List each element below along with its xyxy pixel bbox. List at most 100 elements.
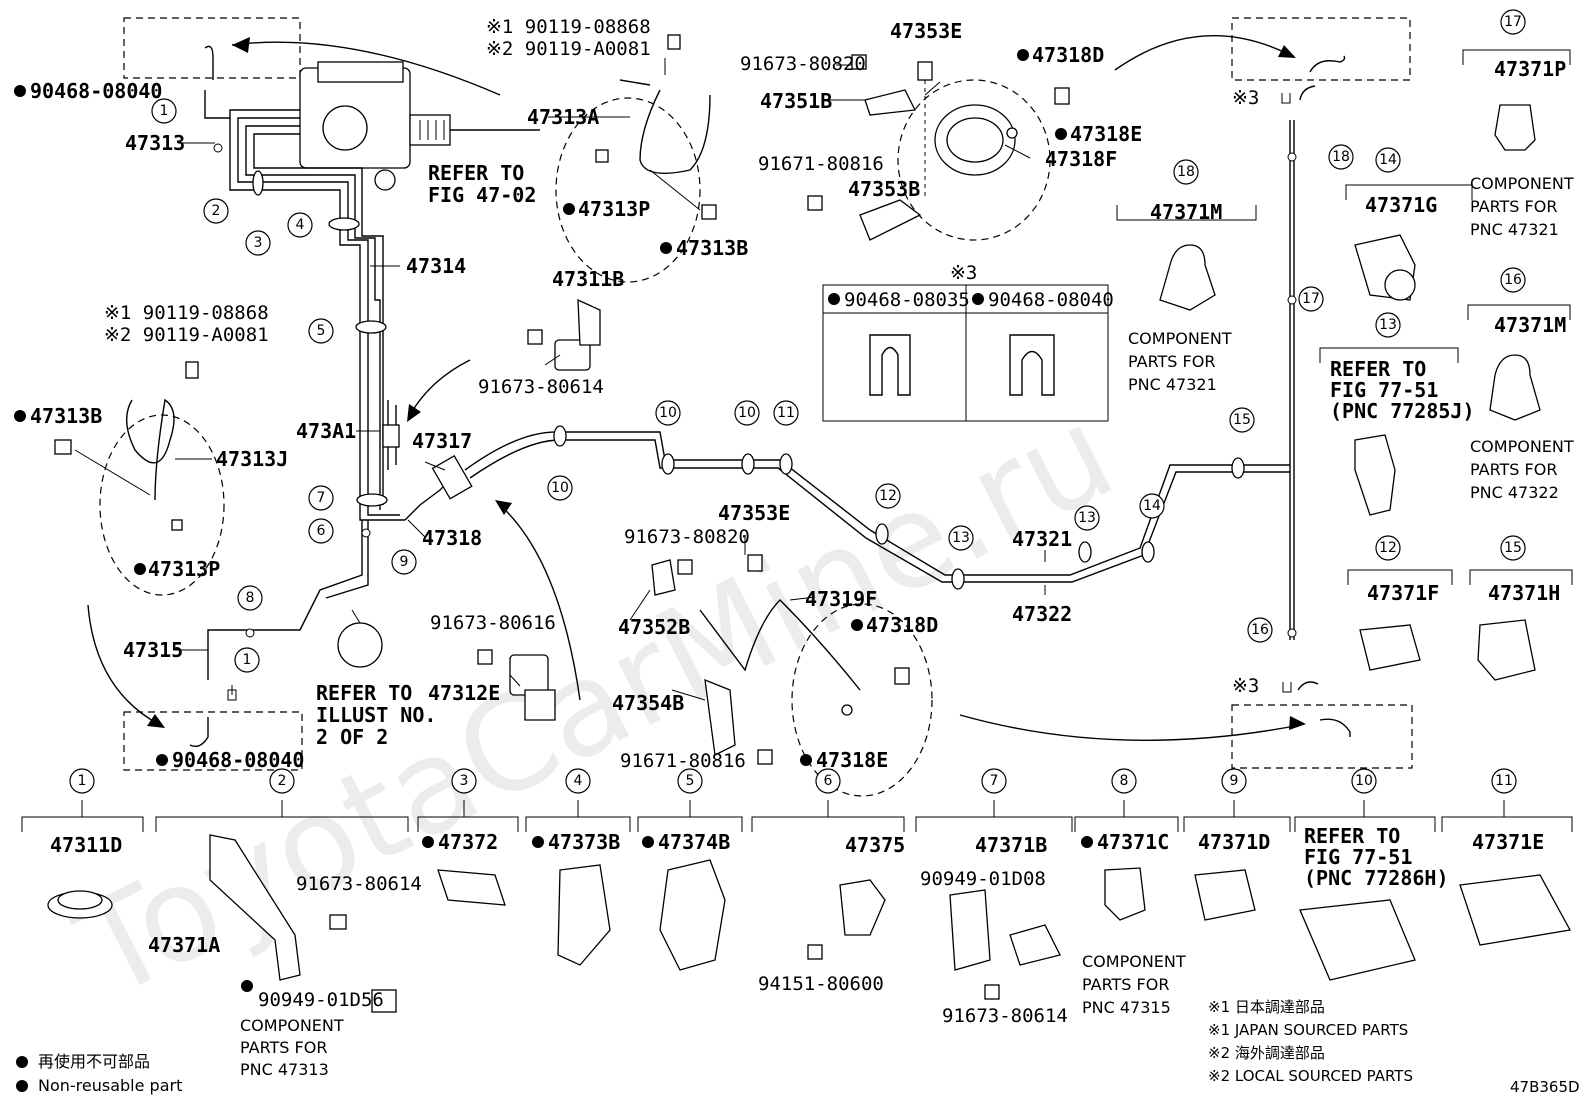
callout-2: 2 (269, 768, 295, 794)
callout-9: 9 (391, 549, 417, 575)
callout-14: 14 (1139, 493, 1165, 519)
callout-10: 10 (734, 400, 760, 426)
arrow-to-joint (499, 504, 581, 701)
callout-8: 8 (1111, 768, 1137, 794)
label-note3-mark: ※3 (950, 262, 977, 284)
bracket-47311B (527, 298, 601, 371)
clip-47313P (595, 149, 609, 163)
svg-text:10: 10 (659, 405, 677, 421)
clip-47371M-b (1467, 304, 1571, 421)
inset-pipe-top-right (1309, 55, 1346, 73)
svg-text:16: 16 (1504, 272, 1522, 288)
label-47311B: 47311B (552, 267, 624, 291)
label-refer-illust-c: 2 OF 2 (316, 725, 388, 749)
arrowhead (232, 37, 250, 53)
callout-1: 1 (151, 98, 177, 124)
label-47375: 47375 (845, 833, 905, 857)
callout-17: 17 (1298, 286, 1324, 312)
callout-14: 14 (1375, 147, 1401, 173)
label-47371C: 47371C (1097, 830, 1169, 854)
callout-15: 15 (1229, 407, 1255, 433)
svg-text:2: 2 (212, 203, 221, 219)
arrow-to-fitting (409, 359, 471, 416)
label-comp-a1: COMPONENT (1128, 329, 1232, 348)
svg-text:17: 17 (1302, 291, 1320, 307)
svg-text:15: 15 (1504, 540, 1522, 556)
callout-6: 6 (815, 768, 841, 794)
label-refer-77-51-b: FIG 77-51 (1330, 378, 1438, 402)
legend-dot (16, 1080, 28, 1092)
callout-2: 2 (203, 198, 229, 224)
label-note3-a: 90468-08035 (844, 289, 970, 311)
callout-18: 18 (1173, 159, 1199, 185)
callout-7: 7 (308, 485, 334, 511)
arrowhead (147, 714, 165, 728)
label-47351B: 47351B (760, 89, 832, 113)
clip-47371P (1462, 49, 1571, 151)
label-91671-80816-a: 91671-80816 (758, 153, 884, 175)
label-47322: 47322 (1012, 602, 1072, 626)
clip-47313P-b (171, 519, 183, 531)
svg-text:12: 12 (879, 488, 897, 504)
inset-box-top-left (123, 17, 301, 79)
clip-77285J (1319, 347, 1459, 516)
label-47371M-b: 47371M (1494, 313, 1566, 337)
label-47318D-a: 47318D (1032, 43, 1104, 67)
label-b7-91673-80614: 91673-80614 (942, 1005, 1068, 1027)
note-j2-en: ※2 LOCAL SOURCED PARTS (1208, 1067, 1413, 1085)
label-note3-b: 90468-08040 (988, 289, 1114, 311)
svg-text:3: 3 (254, 235, 263, 251)
label-comp-c2: PARTS FOR (1470, 460, 1557, 479)
refer-illust-circle (337, 622, 383, 668)
svg-text:18: 18 (1177, 164, 1195, 180)
bolt-90119-b (185, 361, 199, 379)
label-b8-comp1: COMPONENT (1082, 952, 1186, 971)
label-47319F: 47319F (805, 587, 877, 611)
inset-pipe-bottom-right (1319, 718, 1351, 737)
label-comp-a3: PNC 47321 (1128, 375, 1217, 394)
label-91671-80816-b: 91671-80816 (620, 750, 746, 772)
arrow-to-inset-bottom-left (87, 604, 161, 726)
svg-text:8: 8 (1120, 773, 1129, 789)
label-47354B: 47354B (612, 691, 684, 715)
callout-10: 10 (547, 475, 573, 501)
clip-47371H (1469, 569, 1573, 681)
legend-dot (16, 1056, 28, 1068)
callout-4: 4 (287, 212, 313, 238)
master-cylinder-assembly (299, 61, 540, 191)
label-47353B: 47353B (848, 177, 920, 201)
label-comp-a2: PARTS FOR (1128, 352, 1215, 371)
label-47371B: 47371B (975, 833, 1047, 857)
label-b10-c: (PNC 77286H) (1304, 866, 1449, 890)
label-refer-47-02-a: REFER TO (428, 161, 524, 185)
label-473A1: 473A1 (296, 419, 356, 443)
brake-pipe-bundle (204, 90, 1295, 680)
label-47318E-a: 47318E (1070, 122, 1142, 146)
label-91673-80820-b: 91673-80820 (624, 526, 750, 548)
label-mark3-bot: ※3 (1232, 675, 1259, 697)
label-refer-illust-b: ILLUST NO. (316, 703, 436, 727)
bottom-row-brackets (21, 800, 1573, 832)
label-47371D: 47371D (1198, 830, 1270, 854)
label-refer-illust-a: REFER TO (316, 681, 412, 705)
bolt-47313B-b (54, 439, 72, 455)
label-mark3-top: ※3 (1232, 87, 1259, 109)
svg-text:12: 12 (1379, 540, 1397, 556)
note-j2-jp: ※2 海外調達部品 (1208, 1044, 1325, 1062)
leader-lines (173, 64, 1046, 701)
label-47371M-a: 47371M (1150, 200, 1222, 224)
label-47371A: 47371A (148, 933, 220, 957)
svg-text:6: 6 (824, 773, 833, 789)
svg-text:15: 15 (1233, 412, 1251, 428)
label-47318E-b: 47318E (816, 748, 888, 772)
label-47353E-b: 47353E (718, 501, 790, 525)
label-47313P-b: 47313P (148, 557, 220, 581)
label-47317: 47317 (412, 429, 472, 453)
callout-18: 18 (1328, 144, 1354, 170)
label-comp-b2: PARTS FOR (1470, 197, 1557, 216)
callout-8: 8 (237, 585, 263, 611)
callout-1: 1 (69, 768, 95, 794)
arrow-to-inset-top-right (1114, 35, 1291, 71)
svg-text:11: 11 (777, 405, 795, 421)
